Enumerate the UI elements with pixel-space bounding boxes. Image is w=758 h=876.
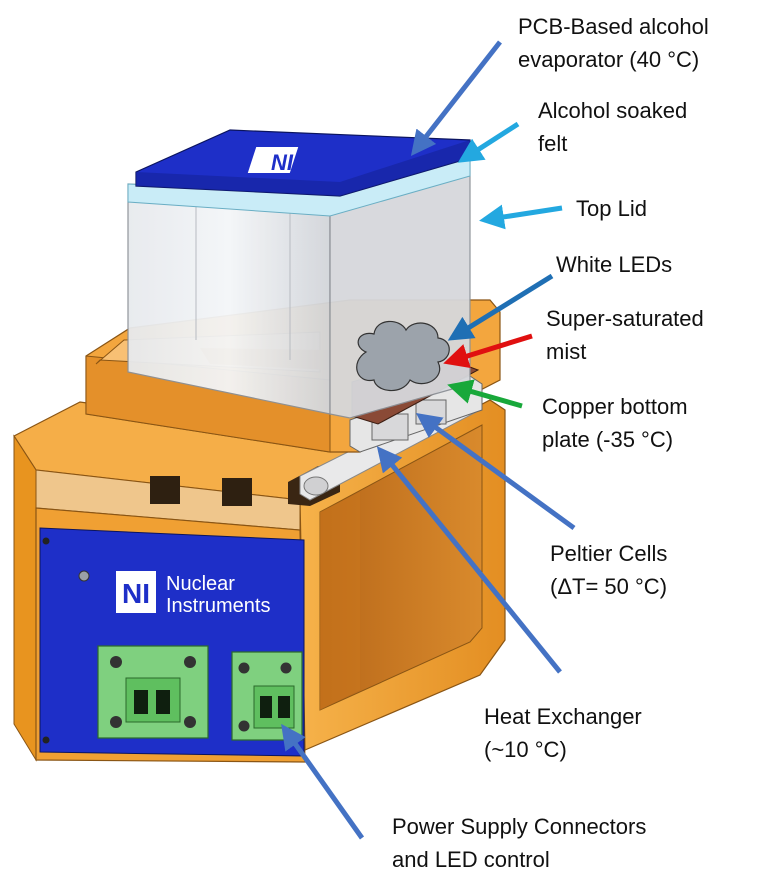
label-leds: White LEDs <box>556 248 672 281</box>
label-copper-line2: plate (-35 °C) <box>542 427 674 452</box>
label-copper-line1: Copper bottom <box>542 394 688 419</box>
panel-brand-line2: Instruments <box>166 595 270 617</box>
arrow-heat-exchanger <box>376 446 562 674</box>
label-peltier-line1: Peltier Cells <box>550 541 668 566</box>
label-heat-exchanger-line1: Heat Exchanger <box>484 704 642 729</box>
lid-ni-logo: NI <box>271 150 294 175</box>
label-evaporator: PCB-Based alcohol evaporator (40 °C) <box>518 10 709 76</box>
label-power: Power Supply Connectors and LED control <box>392 810 646 876</box>
arrow-peltier <box>415 413 576 531</box>
label-mist-line1: Super-saturated <box>546 306 704 331</box>
arrow-lid <box>479 204 563 230</box>
label-heat-exchanger-line2: (~10 °C) <box>484 737 567 762</box>
label-felt: Alcohol soaked felt <box>538 94 687 160</box>
label-heat-exchanger: Heat Exchanger (~10 °C) <box>484 700 642 766</box>
connector-right <box>231 651 303 741</box>
label-felt-line2: felt <box>538 131 568 156</box>
label-power-line2: and LED control <box>392 847 550 872</box>
label-peltier-line2: (ΔT= 50 °C) <box>550 574 668 599</box>
lid-ni-logo-box <box>247 147 299 173</box>
label-evaporator-line2: evaporator (40 °C) <box>518 47 700 72</box>
label-lid-line1: Top Lid <box>576 196 647 221</box>
arrow-mist <box>443 333 533 369</box>
label-copper: Copper bottom plate (-35 °C) <box>542 390 688 456</box>
arrow-power <box>281 723 365 840</box>
panel-brand: NI Nuclear Instruments <box>116 571 270 617</box>
arrow-leds <box>447 273 554 341</box>
panel-ni-logo: NI <box>122 578 150 609</box>
arrow-copper <box>447 379 523 409</box>
label-peltier: Peltier Cells (ΔT= 50 °C) <box>550 537 667 603</box>
panel-ni-logo-box <box>116 571 156 613</box>
arrow-evaporator <box>410 40 502 156</box>
label-lid: Top Lid <box>576 192 647 225</box>
panel-brand-line1: Nuclear <box>166 573 235 595</box>
label-leds-line1: White LEDs <box>556 252 673 277</box>
label-evaporator-line1: PCB-Based alcohol <box>518 14 709 39</box>
label-mist-line2: mist <box>546 339 587 364</box>
arrow-felt <box>457 121 520 163</box>
label-felt-line1: Alcohol soaked <box>538 98 688 123</box>
label-power-line1: Power Supply Connectors <box>392 814 647 839</box>
connector-left <box>97 645 209 739</box>
label-mist: Super-saturated mist <box>546 302 704 368</box>
